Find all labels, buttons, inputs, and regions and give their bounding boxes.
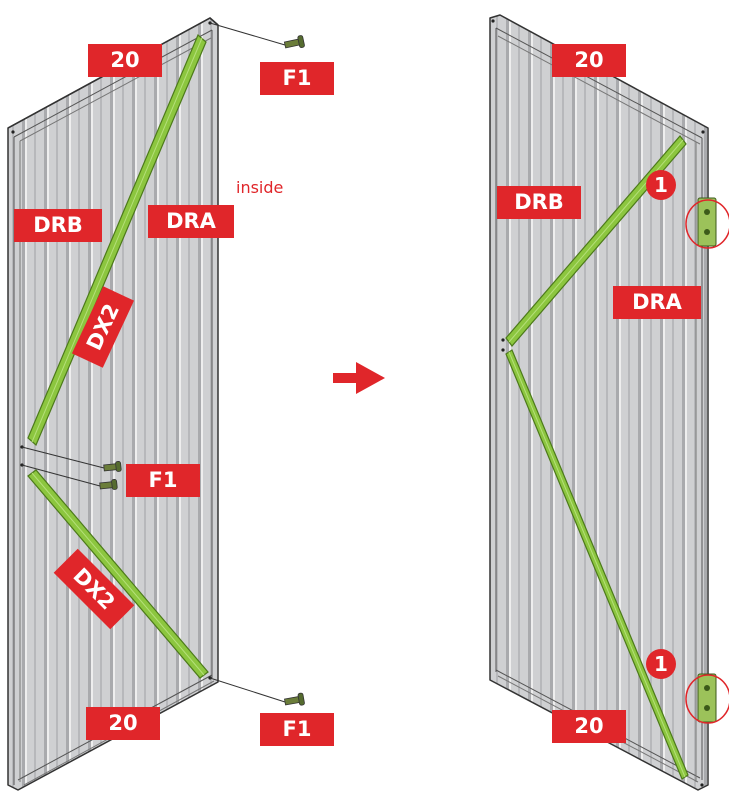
label-20-top-right: 20	[552, 44, 626, 77]
brace-lower-right	[505, 349, 689, 780]
hinge-icon	[685, 673, 729, 724]
label-drb-right: DRB	[497, 186, 581, 219]
brace-lower-left	[27, 469, 209, 679]
hinge-icon	[685, 197, 729, 249]
inside-note: inside	[236, 178, 284, 197]
left-screws	[21, 22, 305, 706]
screw-icon	[103, 461, 122, 472]
label-f1-top: F1	[260, 62, 334, 95]
label-dra-left: DRA	[148, 205, 234, 238]
left-panel	[7, 17, 219, 791]
label-20-top-left: 20	[88, 44, 162, 77]
label-drb-left: DRB	[14, 209, 102, 242]
screw-icon	[283, 35, 305, 49]
label-20-bottom-left: 20	[86, 707, 160, 740]
hinge-step-bottom-badge: 1	[646, 649, 676, 679]
screw-icon	[284, 692, 305, 706]
screw-icon	[99, 479, 118, 490]
label-dra-right: DRA	[613, 286, 701, 319]
label-f1-middle: F1	[126, 464, 200, 497]
brace-upper-left	[27, 34, 207, 446]
label-20-bottom-right: 20	[552, 710, 626, 743]
label-f1-bottom: F1	[260, 713, 334, 746]
hinge-step-top-badge: 1	[646, 170, 676, 200]
right-panel	[489, 14, 729, 791]
right-arrow-icon	[333, 362, 385, 394]
